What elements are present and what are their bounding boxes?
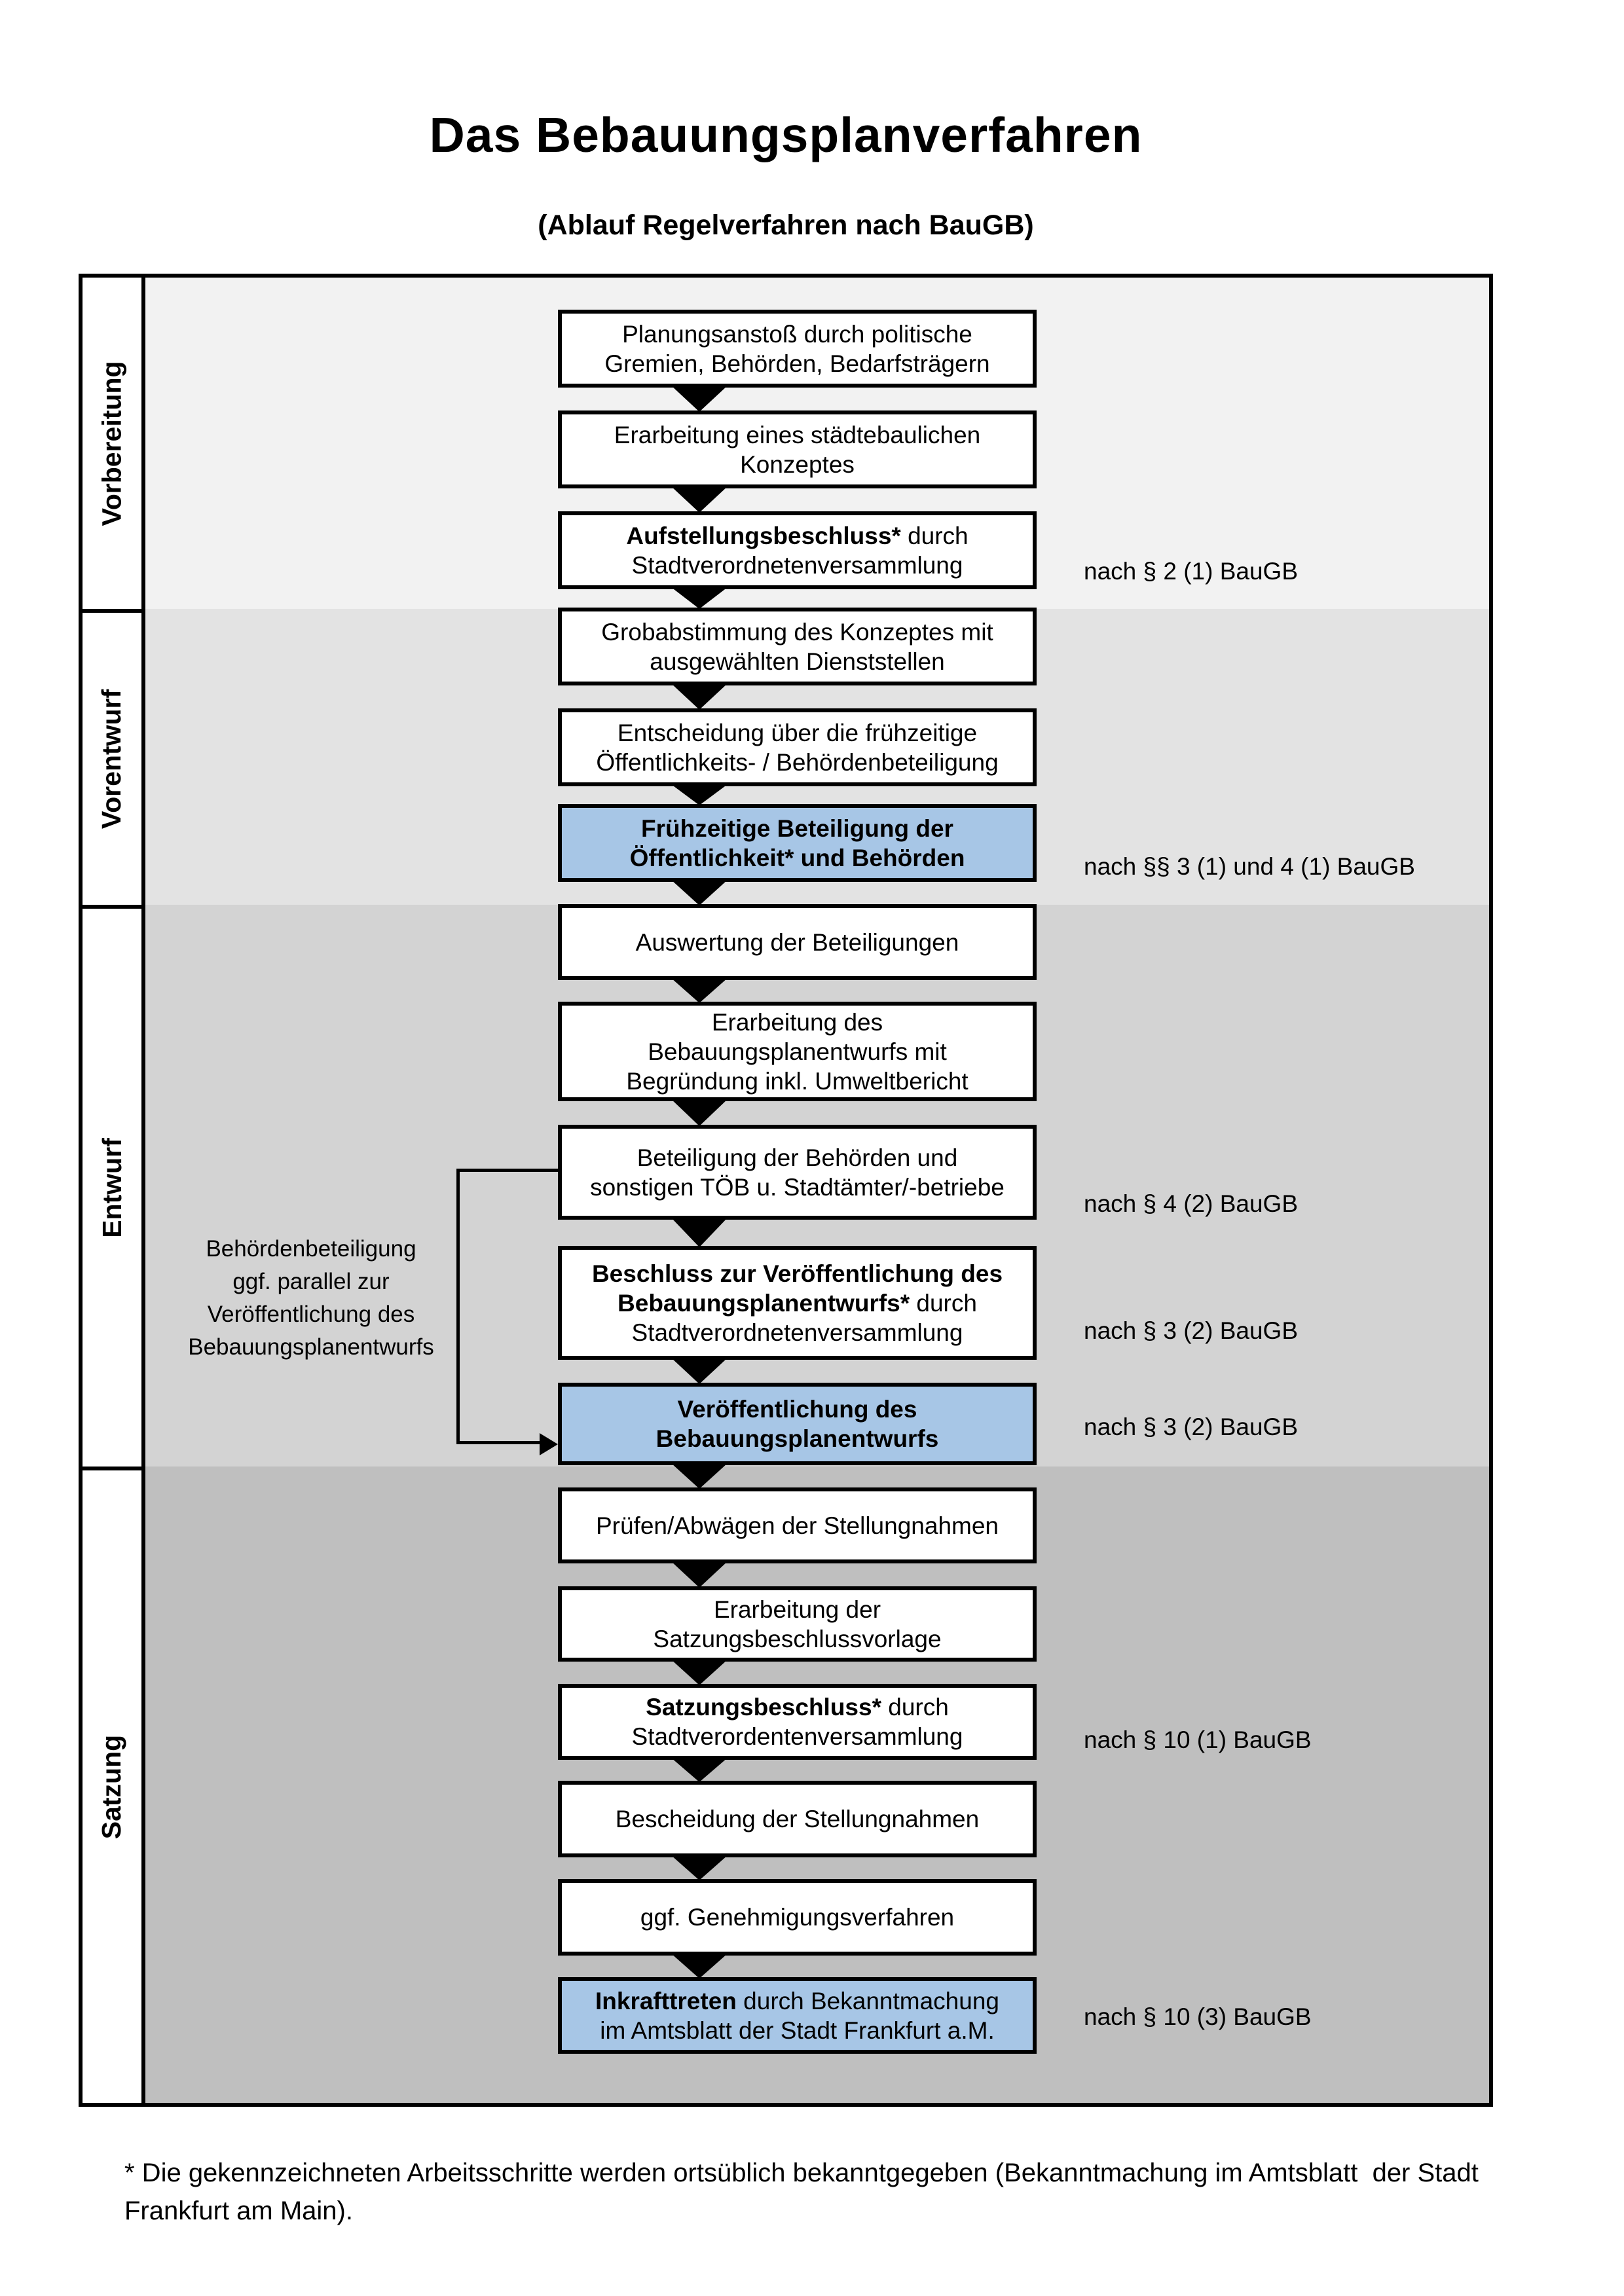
down-arrow-icon	[671, 1218, 728, 1247]
legal-reference-5: nach § 3 (2) BauGB	[1084, 1413, 1299, 1440]
down-arrow-icon	[671, 1660, 728, 1685]
step-box-15: Bescheidung der Stellungnahmen	[558, 1781, 1037, 1857]
step-text-line: sonstigen TÖB u. Stadtämter/-betriebe	[590, 1173, 1005, 1201]
bracket-line-top	[456, 1169, 559, 1172]
step-text-line: Stadtverordentenversammlung	[631, 1723, 963, 1750]
phase-label-entwurf: Entwurf	[96, 1137, 127, 1238]
step-text-line: Erarbeitung eines städtebaulichen	[614, 421, 981, 448]
step-text-line: Konzeptes	[740, 450, 855, 478]
step-box-16: ggf. Genehmigungsverfahren	[558, 1879, 1037, 1956]
step-text-line: Bebauungsplanentwurfs mit	[648, 1038, 947, 1065]
down-arrow-icon	[671, 978, 728, 1003]
phase-cell-vorentwurf: Vorentwurf	[83, 609, 141, 905]
step-text-line: Prüfen/Abwägen der Stellungnahmen	[595, 1512, 999, 1539]
legal-reference-1: nach § 2 (1) BauGB	[1084, 558, 1299, 585]
down-arrow-icon	[671, 486, 728, 513]
footnote: * Die gekennzeichneten Arbeitsschritte w…	[124, 2159, 1479, 2225]
step-text-line: Öffentlichkeits- / Behördenbeteiligung	[596, 748, 999, 776]
step-text-line: Beteiligung der Behörden und	[637, 1144, 958, 1171]
step-text-line: Frühzeitige Beteiligung der	[641, 814, 953, 842]
side-annotation: Behördenbeteiligung ggf. parallel zur Ve…	[188, 1236, 434, 1360]
phase-label-vorbereitung: Vorbereitung	[96, 360, 127, 526]
phase-cell-entwurf: Entwurf	[83, 905, 141, 1467]
bracket-line-bottom	[456, 1441, 542, 1444]
step-text-line: Planungsanstoß durch politische	[622, 320, 972, 348]
phase-cell-satzung: Satzung	[83, 1467, 141, 2103]
step-text-line: Aufstellungsbeschluss* durch	[626, 522, 969, 549]
step-text-line: Öffentlichkeit* und Behörden	[629, 844, 965, 871]
page-subtitle: (Ablauf Regelverfahren nach BauGB)	[538, 210, 1034, 241]
down-arrow-icon	[671, 880, 728, 905]
phase-sidebar: Vorbereitung Vorentwurf Entwurf Satzung	[79, 274, 145, 2107]
step-text-line: Beschluss zur Veröffentlichung des	[591, 1260, 1003, 1287]
down-arrow-icon	[671, 1758, 728, 1782]
down-arrow-icon	[671, 1855, 728, 1880]
page-title: Das Bebauungsplanverfahren	[429, 107, 1143, 162]
down-arrow-icon	[671, 1358, 728, 1384]
step-text-line: Erarbeitung der	[713, 1595, 881, 1623]
step-text-line: Erarbeitung des	[711, 1008, 883, 1036]
legal-reference-4: nach § 3 (2) BauGB	[1084, 1317, 1299, 1344]
down-arrow-icon	[671, 386, 728, 412]
right-arrowhead-icon	[540, 1433, 558, 1455]
step-text-line: Auswertung der Beteiligungen	[635, 928, 959, 956]
step-text-line: Grobabstimmung des Konzeptes mit	[601, 618, 993, 646]
step-text-line: Bescheidung der Stellungnahmen	[615, 1806, 980, 1832]
step-text-line: im Amtsblatt der Stadt Frankfurt a.M.	[600, 2016, 995, 2044]
step-box-12: Prüfen/Abwägen der Stellungnahmen	[558, 1487, 1037, 1563]
legal-reference-6: nach § 10 (1) BauGB	[1084, 1726, 1312, 1753]
phase-cell-vorbereitung: Vorbereitung	[83, 278, 141, 609]
down-arrow-icon	[671, 587, 728, 609]
step-text-line: Bebauungsplanentwurfs	[655, 1425, 939, 1452]
step-text-line: ggf. Genehmigungsverfahren	[640, 1904, 955, 1931]
phase-label-vorentwurf: Vorentwurf	[96, 689, 127, 829]
down-arrow-icon	[671, 784, 728, 805]
step-text-line: Veröffentlichung des	[677, 1396, 917, 1423]
legal-reference-7: nach § 10 (3) BauGB	[1084, 2003, 1312, 2030]
step-text-line: ausgewählten Dienststellen	[650, 647, 945, 675]
step-text-line: Inkrafttreten durch Bekanntmachung	[595, 1987, 999, 2014]
step-text-line: Satzungsbeschluss* durch	[646, 1694, 949, 1721]
step-text-line: Begründung inkl. Umweltbericht	[626, 1067, 969, 1095]
step-text-line: Entscheidung über die frühzeitige	[617, 719, 978, 746]
legal-reference-3: nach § 4 (2) BauGB	[1084, 1190, 1299, 1217]
down-arrow-icon	[671, 1954, 728, 1978]
phase-label-satzung: Satzung	[96, 1734, 127, 1839]
down-arrow-icon	[671, 683, 728, 710]
down-arrow-icon	[671, 1463, 728, 1489]
step-text-line: Stadtverordnetenversammlung	[631, 551, 963, 579]
down-arrow-icon	[671, 1561, 728, 1588]
down-arrow-icon	[671, 1099, 728, 1126]
step-text-line: Bebauungsplanentwurfs* durch	[618, 1289, 977, 1317]
bracket-line-vertical	[456, 1169, 460, 1444]
step-text-line: Stadtverordnetenversammlung	[631, 1319, 963, 1346]
legal-reference-2: nach §§ 3 (1) und 4 (1) BauGB	[1084, 853, 1415, 880]
step-text-line: Satzungsbeschlussvorlage	[653, 1625, 942, 1652]
step-text-line: Gremien, Behörden, Bedarfsträgern	[604, 350, 990, 377]
step-box-7: Auswertung der Beteiligungen	[558, 904, 1037, 980]
